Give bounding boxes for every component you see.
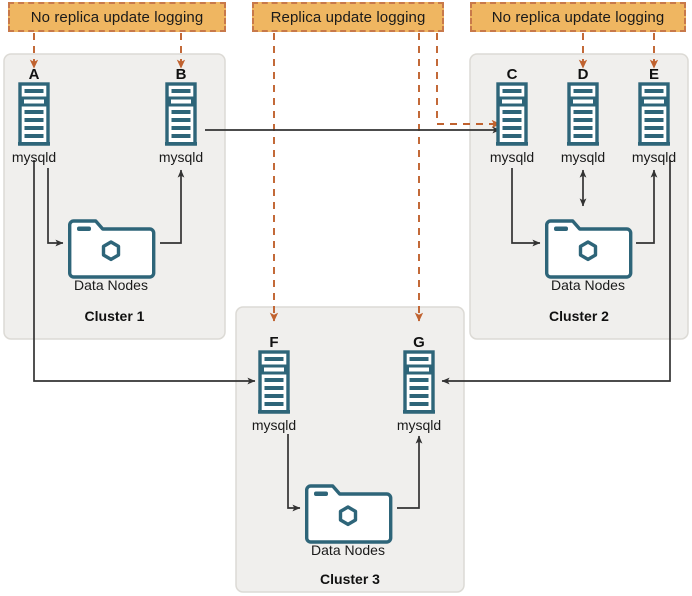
link-A-to-F: [33, 160, 256, 385]
server-icon-F: [258, 350, 290, 414]
link-C-to-datanodes-2: [511, 168, 541, 247]
replication-links: [33, 126, 671, 512]
mysqld-label-G: mysqld: [396, 417, 442, 433]
datanodes-icon-cluster-2: [545, 219, 633, 279]
node-label-E: E: [648, 66, 659, 83]
server-icon-G: [403, 350, 435, 414]
mysqld-label-D: mysqld: [560, 149, 606, 165]
server-icon-C: [496, 82, 528, 146]
server-icons: [18, 82, 670, 414]
mysqld-label-E: mysqld: [631, 149, 677, 165]
datanodes-icon-cluster-1: [68, 219, 156, 279]
banner-label: No replica update logging: [30, 8, 204, 26]
link-datanodes-1-to-B: [160, 169, 185, 244]
banner-label: No replica update logging: [491, 8, 665, 26]
node-label-D: D: [577, 66, 589, 83]
datanode-icons: [68, 219, 633, 544]
node-label-A: A: [28, 66, 40, 83]
connector-banner-middle-to-C: [436, 33, 501, 129]
server-icon-A: [18, 82, 50, 146]
banner-no-replica-update-logging-right: No replica update logging: [470, 2, 686, 32]
link-E-to-G: [441, 160, 671, 385]
node-label-B: B: [175, 66, 187, 83]
cluster-label-2: Cluster 2: [549, 308, 609, 324]
datanodes-label-cluster-1: Data Nodes: [74, 277, 148, 293]
banner-no-replica-update-logging-left: No replica update logging: [8, 2, 226, 32]
mysqld-label-B: mysqld: [158, 149, 204, 165]
server-icon-D: [567, 82, 599, 146]
server-icon-B: [165, 82, 197, 146]
datanodes-icon-cluster-3: [305, 484, 393, 544]
mysqld-label-C: mysqld: [489, 149, 535, 165]
node-label-F: F: [269, 334, 279, 351]
link-datanodes-3-to-G: [397, 435, 423, 509]
mysqld-label-F: mysqld: [251, 417, 297, 433]
link-datanodes-2-to-E: [636, 169, 658, 244]
link-F-to-datanodes-3: [287, 434, 301, 512]
cluster-label-3: Cluster 3: [320, 571, 380, 587]
node-label-C: C: [506, 66, 518, 83]
cluster-label-1: Cluster 1: [84, 308, 145, 324]
server-icon-E: [638, 82, 670, 146]
banner-label: Replica update logging: [270, 8, 426, 26]
datanodes-label-cluster-2: Data Nodes: [551, 277, 625, 293]
datanodes-label-cluster-3: Data Nodes: [311, 542, 385, 558]
banner-replica-update-logging-middle: Replica update logging: [252, 2, 444, 32]
banner-connectors: [29, 33, 659, 322]
node-label-G: G: [413, 334, 425, 351]
mysqld-label-A: mysqld: [11, 149, 57, 165]
link-A-to-datanodes-1: [47, 168, 64, 247]
